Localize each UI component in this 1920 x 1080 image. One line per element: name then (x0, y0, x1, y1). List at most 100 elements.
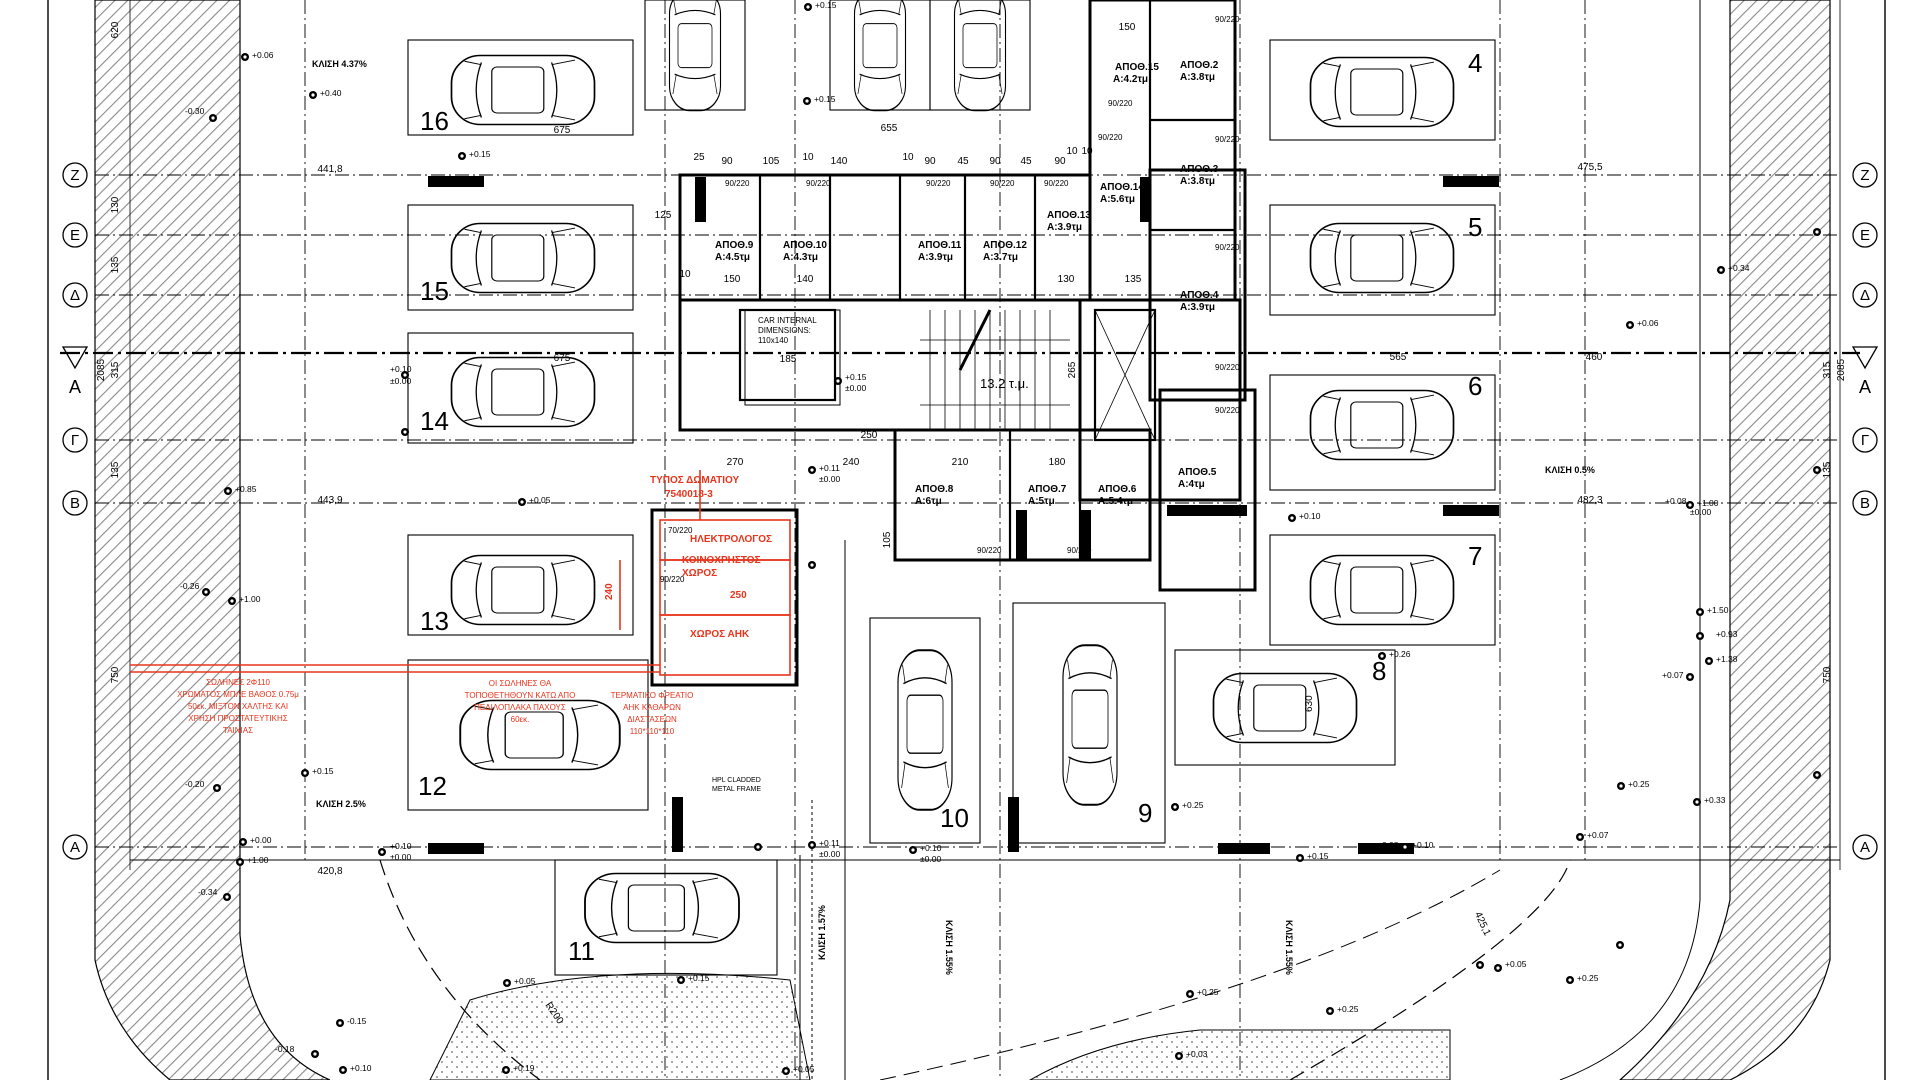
dim-text: 185 (780, 354, 797, 365)
bubble-label: Ε (1860, 227, 1870, 244)
red-note: ΧΡΩΜΑΤΟΣ ΜΠΛΕ ΒΑΘΟΣ 0.75μ (177, 690, 299, 699)
storage-area: Α:4.5τμ (715, 252, 750, 263)
dim-text: 675 (554, 125, 571, 136)
storage-area: Α:3.9τμ (918, 252, 953, 263)
bubble-label: Ζ (70, 167, 79, 184)
parking-number: 6 (1468, 371, 1482, 401)
dim-text: 90 (924, 156, 936, 167)
dim-text: 135 (110, 461, 121, 478)
door-tag: 70/220 (668, 526, 693, 535)
red-note: ΟΙ ΣΩΛΗΝΕΣ ΘΑ (489, 679, 552, 688)
dim-text: 10 (802, 152, 814, 163)
dim-text: 425,1 (1472, 910, 1493, 938)
dim-text: 10 (902, 152, 914, 163)
level-text: +0.33 (1704, 795, 1726, 805)
storage-name: ΑΠΟΘ.9 (715, 240, 754, 251)
red-note: ΧΩΡΟΣ ΑΗΚ (690, 629, 750, 640)
door-tag: 90/220 (977, 546, 1002, 555)
dim-text: 135 (110, 256, 121, 273)
level-text: +0.10 (350, 1063, 372, 1073)
level-text: +0.07 (1662, 670, 1684, 680)
bubble-label: Δ (70, 287, 80, 304)
level-text: +1.00 (239, 594, 261, 604)
level-text: -0.26 (180, 581, 200, 591)
door-tag: 90/220 (990, 179, 1015, 188)
dim-text: 565 (1390, 352, 1407, 363)
storage-name: ΑΠΟΘ.10 (783, 240, 827, 251)
level-text: +0.06 (252, 50, 274, 60)
bubble-label: Α (1860, 839, 1870, 856)
red-note: ΤΑΙΝΙΑΣ (223, 726, 253, 735)
frame-note: METAL FRAME (712, 786, 761, 793)
hatched-sidewalk-right (1619, 0, 1831, 1080)
dim-text: 10 (679, 269, 691, 280)
ahk-room (130, 470, 799, 687)
door-tag: 90/220 (1215, 243, 1240, 252)
storage-name: ΑΠΟΘ.2 (1180, 60, 1219, 71)
storage-name: ΑΠΟΘ.13 (1047, 210, 1091, 221)
dim-text: 10 (1081, 146, 1093, 157)
storage-area: Α:3.8τμ (1180, 176, 1215, 187)
level-text: +0.11 (819, 838, 840, 848)
door-tag: 90/220 (1215, 363, 1240, 372)
parking-number: 5 (1468, 212, 1482, 242)
storage-area: Α:3.9τμ (1047, 222, 1082, 233)
storage-area: Α:4.3τμ (783, 252, 818, 263)
dim-text: 140 (831, 156, 848, 167)
level-text: +0.25 (1337, 1004, 1359, 1014)
storage-name: ΑΠΟΘ.12 (983, 240, 1027, 251)
bubble-label: Β (70, 495, 80, 512)
storage-area: Α:3.9τμ (1180, 302, 1215, 313)
dim-text: 482,3 (1577, 495, 1602, 506)
dim-text: 140 (797, 274, 814, 285)
level-text: +0.15 (815, 0, 837, 10)
storage-name: ΑΠΟΘ.3 (1180, 164, 1219, 175)
level-text: +0.08 (1665, 496, 1687, 506)
level-text: +0.19 (513, 1063, 535, 1073)
stair (920, 309, 1070, 430)
parking-number: 7 (1468, 541, 1482, 571)
bubble-label: Δ (1860, 287, 1870, 304)
dim-text: 475,5 (1577, 162, 1602, 173)
dim-text: 130 (110, 196, 121, 213)
parking-number: 16 (420, 106, 449, 136)
level-text: +0.25 (1628, 779, 1650, 789)
level-text: +0.08 (1377, 840, 1399, 850)
level-text: +0.15 (469, 149, 491, 159)
core-walls (678, 0, 1257, 592)
elevator-note: DIMENSIONS: (758, 326, 811, 335)
cars-top (644, 0, 1031, 112)
frame-note: HPL CLADDED (712, 777, 761, 784)
dim-text: 750 (1822, 666, 1833, 683)
core-partitions (738, 0, 1235, 560)
dim-text: 420,8 (317, 866, 342, 877)
door-tag: 90/220 (806, 179, 831, 188)
level-text: -0.15 (347, 1016, 367, 1026)
dotted-planting (429, 972, 811, 1080)
dim-text: 675 (554, 353, 571, 364)
level-text: +0.10 (390, 364, 412, 374)
level-text: +0.11 (819, 463, 840, 473)
dim-text: 441,8 (317, 164, 342, 175)
slope-label: ΚΛΙΣΗ 0.5% (1545, 465, 1595, 475)
level-text: +0.26 (1389, 649, 1411, 659)
storage-area: Α:5.4τμ (1098, 496, 1133, 507)
section-arrow-left (61, 346, 89, 370)
dim-text: 750 (110, 666, 121, 683)
level-text: +0.07 (1587, 830, 1609, 840)
storage-name: ΑΠΟΘ.6 (1098, 484, 1137, 495)
dim-text: 460 (1586, 352, 1603, 363)
dim-text: 150 (1119, 22, 1136, 33)
door-tag: 90/220 (1098, 133, 1123, 142)
level-text: +0.15 (312, 766, 334, 776)
storage-area: Α:5.6τμ (1100, 194, 1135, 205)
level-text: +1.38 (1716, 654, 1738, 664)
level-text: -0.20 (185, 779, 205, 789)
dim-text: 125 (655, 210, 672, 221)
parking-number: 15 (420, 276, 449, 306)
red-note: 110*110*110 (630, 727, 675, 736)
dim-text: 25 (693, 152, 705, 163)
elevator-note: CAR INTERNAL (758, 316, 817, 325)
dim-text: 443,9 (317, 495, 342, 506)
